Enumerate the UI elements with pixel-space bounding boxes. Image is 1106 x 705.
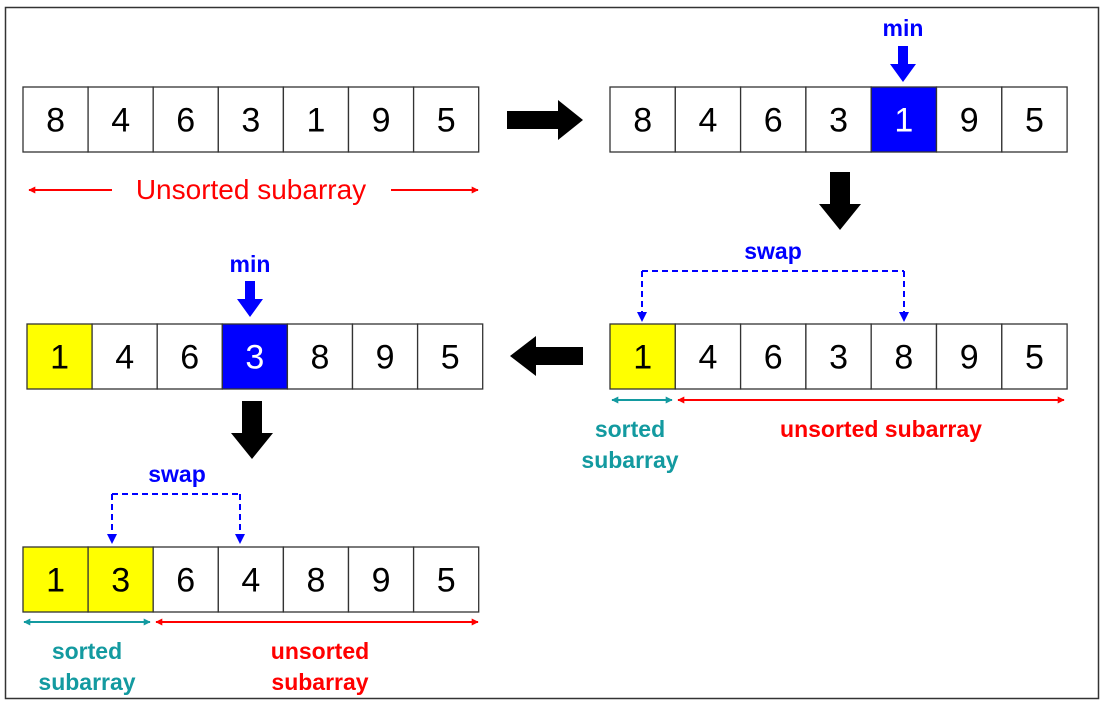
sorted-label-first-line2: subarray [581, 447, 678, 473]
min-label-first: min [883, 15, 924, 41]
array-cell-value: 4 [241, 562, 260, 600]
array-cell [351, 323, 419, 390]
unsorted-label-second-line2: subarray [271, 669, 368, 695]
min-arrow-first [890, 46, 916, 82]
array-cell [412, 86, 480, 153]
array-cell [347, 86, 415, 153]
array-cell-value: 1 [894, 102, 913, 140]
array-step-initial: 8 4 6 3 1 9 5 [22, 86, 480, 153]
array-cell-value: 3 [111, 562, 130, 600]
array-cell [674, 86, 742, 153]
array-cell-value: 6 [764, 339, 783, 377]
array-cell-value: 9 [376, 339, 395, 377]
sorted-label-first-line1: sorted [595, 416, 665, 442]
array-step-find-second-min: 1 4 6 3 8 9 5 [26, 323, 484, 390]
array-cell-value: 4 [698, 102, 717, 140]
array-cell [286, 323, 354, 390]
array-step-after-first-swap: 1 4 6 3 8 9 5 [609, 323, 1068, 390]
array-cell [870, 323, 938, 390]
swap-label-first: swap [744, 238, 802, 264]
array-cell-value: 3 [829, 102, 848, 140]
diagram-frame [4, 6, 1100, 700]
array-cell-value: 1 [46, 562, 65, 600]
array-cell [91, 323, 158, 390]
array-step-after-second-swap: 1 3 6 4 8 9 5 [22, 546, 480, 613]
array-cell [412, 546, 480, 613]
unsorted-label-initial: Unsorted subarray [136, 174, 366, 205]
array-cell-value: 3 [829, 339, 848, 377]
array-cell-value: 6 [180, 339, 199, 377]
array-cell [217, 546, 285, 613]
array-cell-value: 5 [437, 562, 456, 600]
array-cell-value: 9 [960, 339, 979, 377]
array-cell [282, 86, 350, 153]
array-cell [1001, 86, 1068, 153]
array-cell [22, 86, 89, 153]
array-cell [935, 323, 1003, 390]
array-cell-value: 5 [441, 339, 460, 377]
array-cell-value: 3 [241, 102, 260, 140]
array-cell-value: 6 [764, 102, 783, 140]
flow-arrow-down-left [231, 401, 273, 459]
flow-arrow-left [510, 336, 583, 376]
array-cell-value: 1 [306, 102, 325, 140]
array-cell [739, 86, 807, 153]
array-cell-value: 4 [115, 339, 134, 377]
unsorted-label-second-line1: unsorted [271, 638, 369, 664]
array-cell [217, 86, 285, 153]
array-step-find-min: 8 4 6 3 1 9 5 [609, 86, 1068, 153]
array-cell-value: 1 [633, 339, 652, 377]
array-cell [26, 323, 93, 390]
array-cell [22, 546, 89, 613]
array-cell [609, 86, 676, 153]
array-cell-value: 9 [372, 102, 391, 140]
array-cell [87, 86, 154, 153]
array-cell-value: 3 [245, 339, 264, 377]
array-cell-value: 4 [698, 339, 717, 377]
flow-arrow-right [507, 100, 583, 140]
min-arrow-second [237, 281, 263, 317]
array-cell-value: 8 [633, 102, 652, 140]
array-cell-value: 6 [176, 102, 195, 140]
array-cell [152, 546, 219, 613]
array-cell-value: 1 [50, 339, 69, 377]
array-cell [935, 86, 1003, 153]
flow-arrow-down-right [819, 172, 861, 230]
array-cell-value: 5 [1025, 102, 1044, 140]
array-cell [609, 323, 676, 390]
array-cell [739, 323, 807, 390]
array-cell-value: 4 [111, 102, 130, 140]
array-cell [87, 546, 154, 613]
array-cell [805, 86, 872, 153]
array-cell-value: 8 [306, 562, 325, 600]
unsorted-label-first: unsorted subarray [780, 416, 982, 442]
array-cell-value: 8 [310, 339, 329, 377]
array-cell [870, 86, 938, 153]
array-cell-value: 9 [960, 102, 979, 140]
array-cell [805, 323, 872, 390]
array-cell [674, 323, 742, 390]
sorted-label-second-line1: sorted [52, 638, 122, 664]
swap-label-second: swap [148, 461, 206, 487]
array-cell-value: 5 [1025, 339, 1044, 377]
sorted-label-second-line2: subarray [38, 669, 135, 695]
array-cell-value: 9 [372, 562, 391, 600]
array-cell [1001, 323, 1068, 390]
array-cell-value: 8 [894, 339, 913, 377]
min-label-second: min [230, 251, 271, 277]
array-cell-value: 6 [176, 562, 195, 600]
array-cell-value: 8 [46, 102, 65, 140]
array-cell [416, 323, 484, 390]
array-cell-value: 5 [437, 102, 456, 140]
